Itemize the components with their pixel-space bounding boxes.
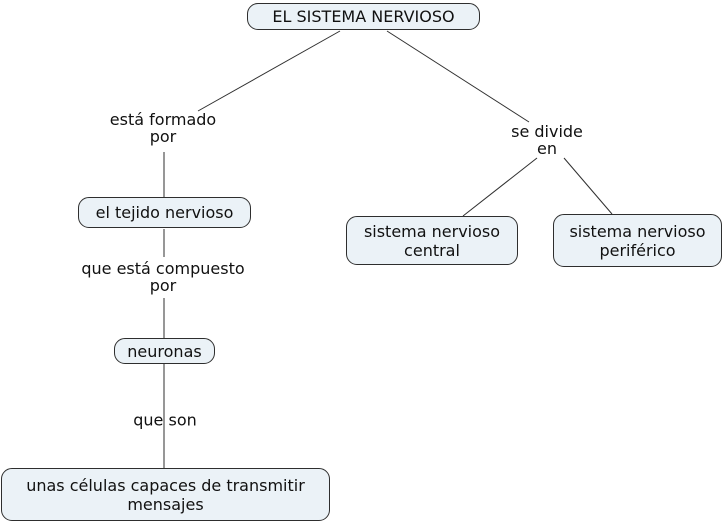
link-label-line: está formado — [109, 110, 217, 129]
link-label-line: por — [149, 127, 177, 146]
node-label: unas células capaces de transmitir — [26, 475, 305, 495]
link-label-esta-formado-por[interactable]: está formado por — [110, 111, 216, 145]
node-label: sistema nervioso — [363, 221, 501, 241]
node-sistema-nervioso-periferico[interactable]: sistema nervioso periférico — [553, 214, 722, 267]
edge-divide-to-periferico — [563, 157, 613, 215]
node-unas-celulas-capaces[interactable]: unas células capaces de transmitir mensa… — [1, 468, 330, 521]
link-label-line: en — [537, 139, 557, 158]
node-label: sistema nervioso — [569, 221, 706, 241]
link-label-que-son[interactable]: que son — [133, 412, 197, 429]
node-label: el tejido nervioso — [95, 203, 234, 222]
link-label-que-esta-compuesto-por[interactable]: que está compuesto por — [81, 260, 244, 294]
node-el-sistema-nervioso[interactable]: EL SISTEMA NERVIOSO — [247, 3, 480, 30]
node-label: EL SISTEMA NERVIOSO — [272, 7, 455, 26]
link-label-line: por — [149, 276, 177, 295]
node-label: central — [404, 240, 460, 260]
edge-root-to-formado — [197, 30, 341, 112]
node-el-tejido-nervioso[interactable]: el tejido nervioso — [78, 197, 251, 228]
link-label-line: que son — [133, 410, 197, 430]
link-label-line: se divide — [511, 122, 583, 141]
edge-root-to-divide — [386, 30, 530, 123]
node-label: periférico — [599, 240, 676, 260]
edge-divide-to-central — [462, 157, 538, 217]
node-neuronas[interactable]: neuronas — [114, 338, 215, 364]
link-label-line: que está compuesto — [81, 259, 245, 278]
link-label-se-divide-en[interactable]: se divide en — [511, 123, 583, 157]
node-sistema-nervioso-central[interactable]: sistema nervioso central — [346, 216, 518, 265]
node-label: mensajes — [127, 494, 204, 514]
node-label: neuronas — [127, 341, 202, 361]
